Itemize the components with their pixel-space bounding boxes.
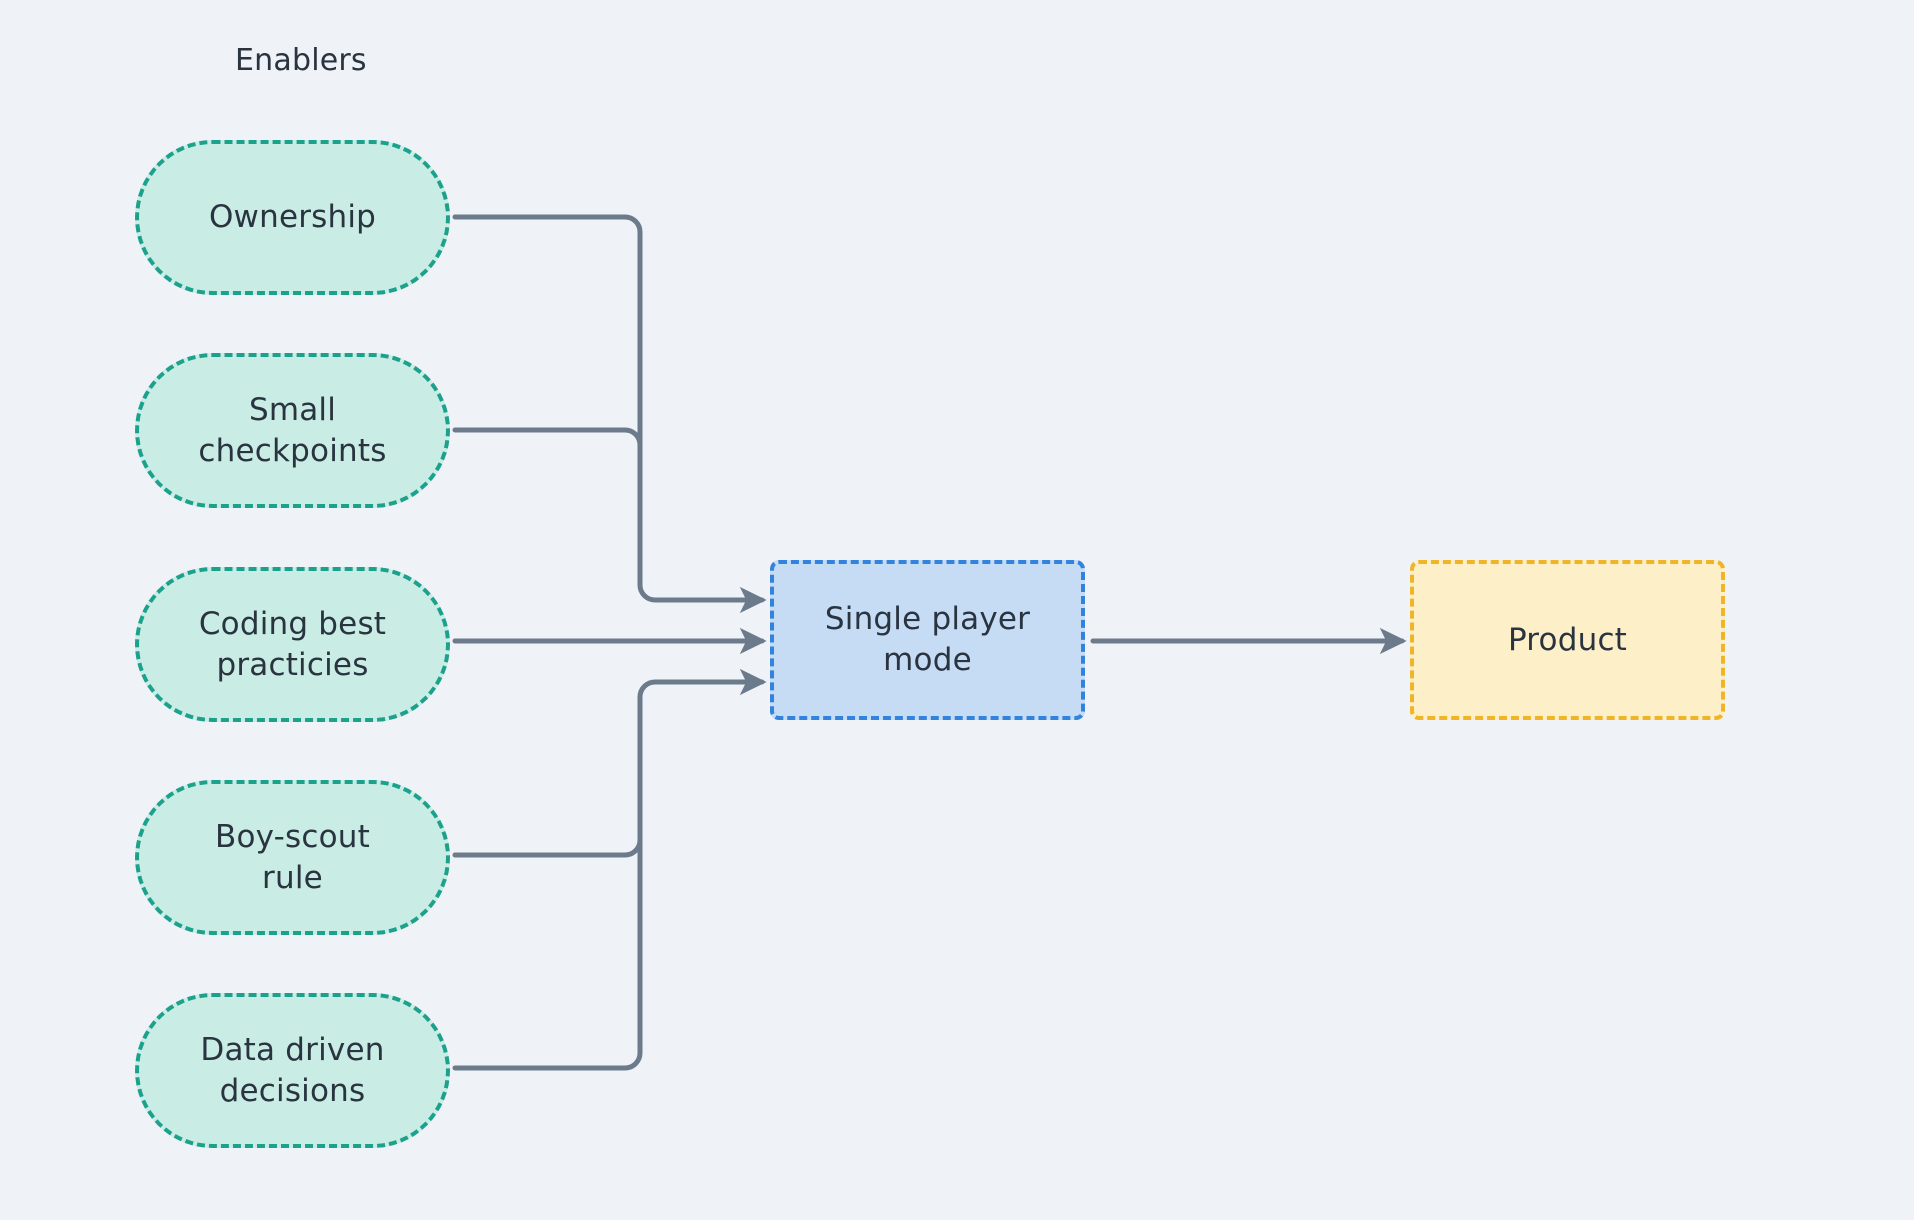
node-product[interactable]: Product xyxy=(1410,560,1725,720)
node-single-player-mode[interactable]: Single player mode xyxy=(770,560,1085,720)
node-ownership[interactable]: Ownership xyxy=(135,140,450,295)
node-coding-best-practicies[interactable]: Coding best practicies xyxy=(135,567,450,722)
enablers-group-label: Enablers xyxy=(235,43,367,78)
edge-data-driven-to-mode xyxy=(452,668,767,1071)
edge-small-checkpoints-to-mode xyxy=(452,427,643,448)
edge-boy-scout-to-mode xyxy=(452,837,643,858)
node-data-driven-decisions[interactable]: Data driven decisions xyxy=(135,993,450,1148)
node-small-checkpoints[interactable]: Small checkpoints xyxy=(135,353,450,508)
edge-ownership-to-mode xyxy=(452,214,767,614)
node-boy-scout-rule[interactable]: Boy-scout rule xyxy=(135,780,450,935)
